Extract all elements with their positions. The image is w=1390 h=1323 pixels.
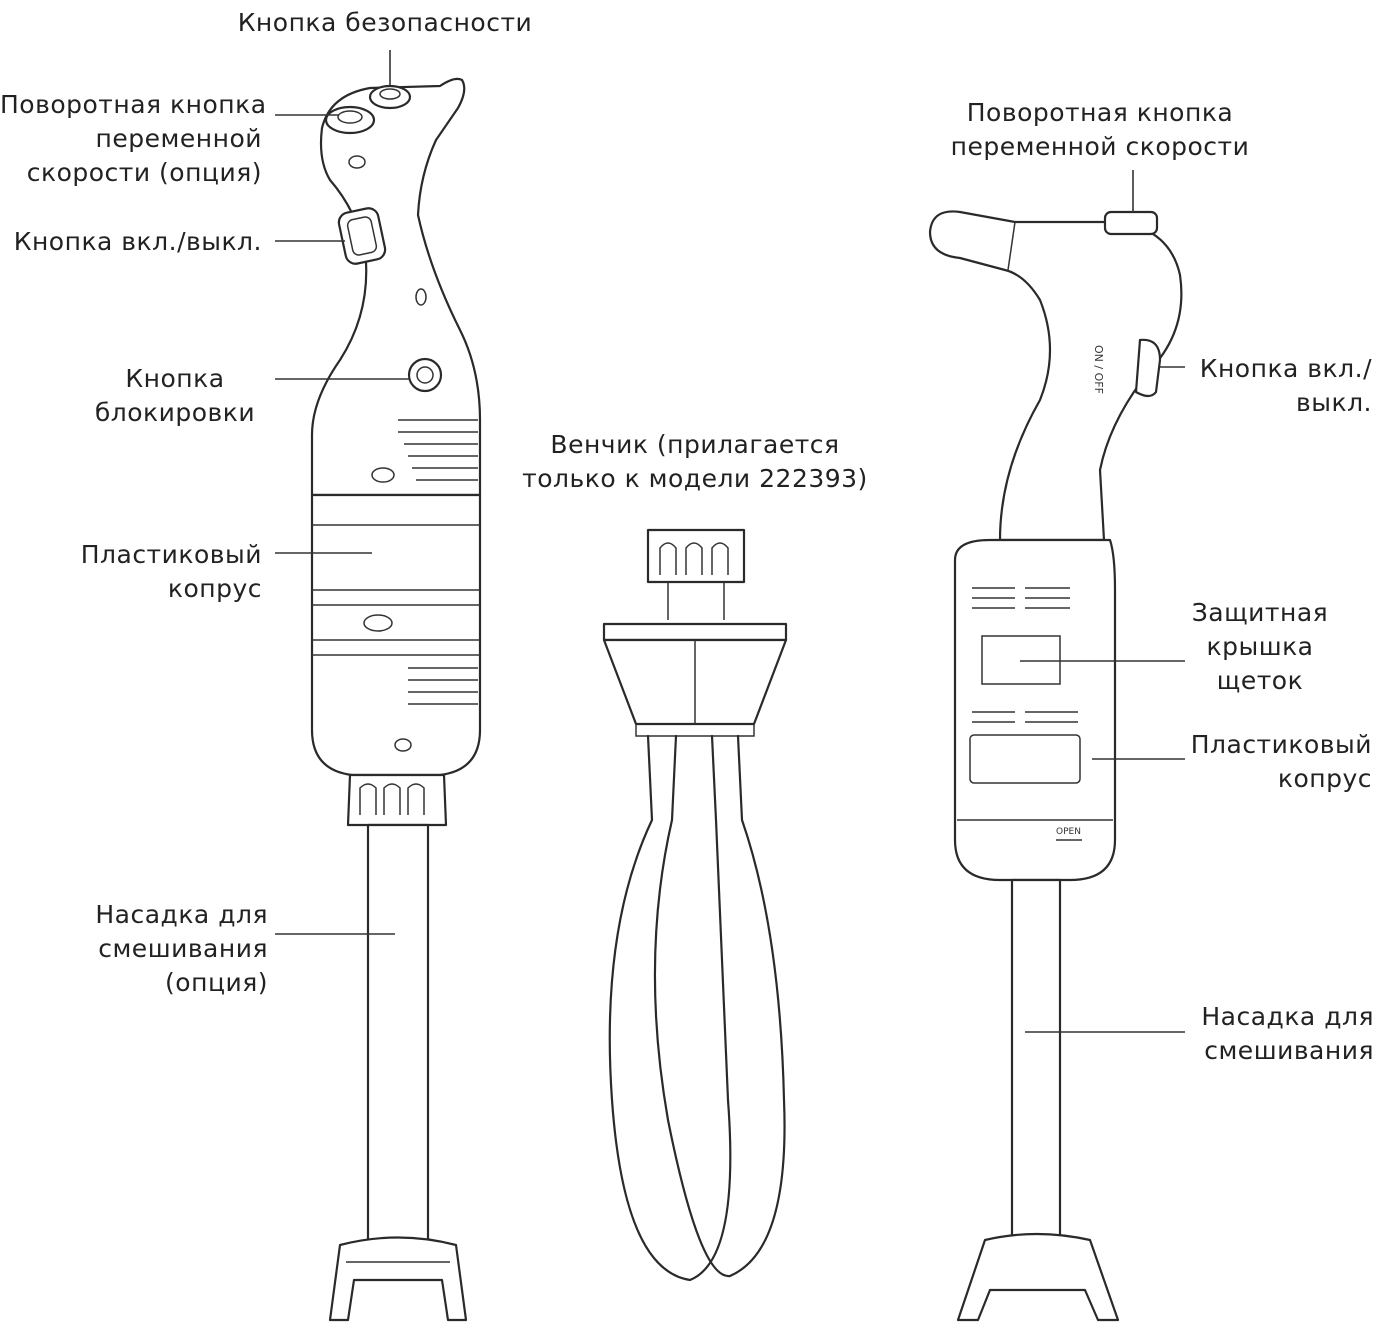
- left-blender: [310, 77, 482, 1322]
- right-body: [953, 538, 1117, 882]
- label-safety-button: Кнопка безопасности: [237, 8, 533, 37]
- label-left-attachment: Насадка для смешивания (опция): [95, 900, 268, 997]
- left-collar: [346, 773, 448, 827]
- whisk-plate: [602, 622, 788, 642]
- open-marking: OPEN: [1056, 827, 1081, 837]
- right-foot: [956, 1232, 1120, 1322]
- left-foot: [328, 1236, 468, 1322]
- label-right-speed-knob: Поворотная кнопка переменной скорости: [950, 98, 1250, 161]
- whisk-cap: [646, 528, 746, 584]
- brush-cover: [981, 635, 1061, 685]
- leader-lines: [275, 50, 1185, 1033]
- label-lock-button: Кнопка блокировки: [94, 364, 256, 427]
- on-off-marking: ON / OFF: [1092, 345, 1105, 394]
- label-right-body: Пластиковый копрус: [1190, 730, 1372, 793]
- left-shaft: [366, 823, 430, 1242]
- label-whisk: Венчик (прилагается только к модели 2223…: [522, 430, 868, 493]
- left-body: [310, 493, 482, 777]
- left-lock-button: [407, 357, 443, 393]
- label-brush-cover: Защитная крышка щеток: [1191, 598, 1329, 695]
- left-on-off-button: [337, 207, 387, 265]
- left-safety-knob: [368, 84, 412, 110]
- right-on-off-button: [1134, 338, 1162, 398]
- label-left-body: Пластиковый копрус: [80, 540, 262, 603]
- label-right-on-off: Кнопка вкл./ выкл.: [1199, 354, 1372, 417]
- right-blender: ON / OFF OPEN: [928, 210, 1183, 1322]
- label-left-speed-knob: Поворотная кнопка переменной скорости (о…: [0, 90, 267, 187]
- whisk: [602, 528, 788, 1282]
- label-right-attachment: Насадка для смешивания: [1201, 1002, 1374, 1065]
- right-speed-knob: [1103, 210, 1159, 236]
- right-shaft: [1010, 878, 1062, 1242]
- label-left-on-off: Кнопка вкл./выкл.: [13, 227, 262, 256]
- whisk-loop-left: [608, 734, 732, 1282]
- left-speed-knob: [324, 105, 376, 135]
- whisk-loop-right: [653, 734, 786, 1278]
